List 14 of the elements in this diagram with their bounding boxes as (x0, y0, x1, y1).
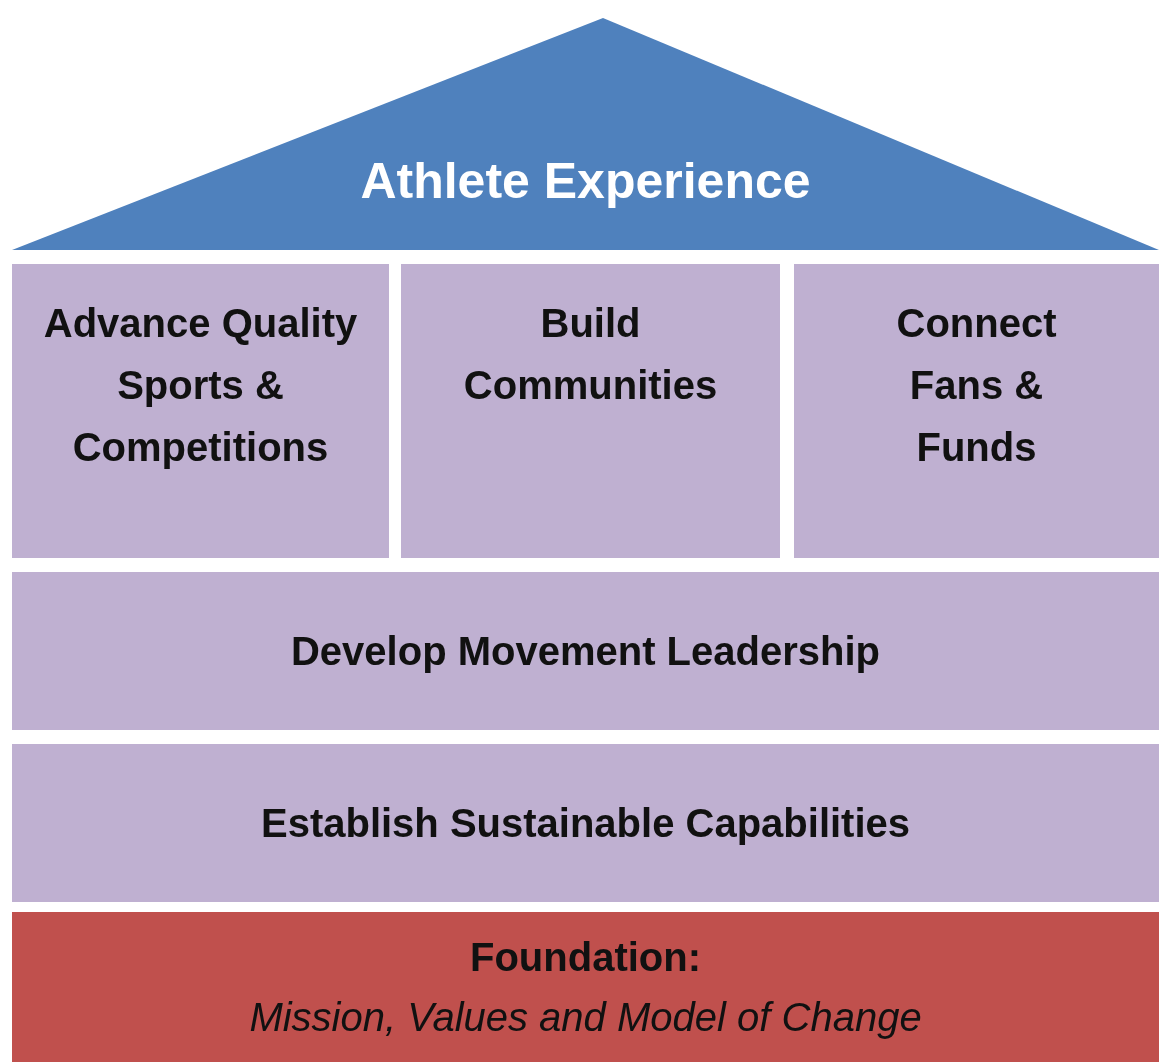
label-text: Establish Sustainable Capabilities (260, 800, 911, 847)
subtitle-text: Mission, Values and Model of Change (249, 994, 922, 1041)
band-box (12, 744, 1159, 902)
pillar-box (12, 264, 389, 558)
band-box (12, 572, 1159, 730)
foundation-band (12, 912, 1159, 1062)
label-text: Develop Movement Leadership (290, 628, 880, 675)
label-text: Athlete Experience (360, 152, 811, 211)
pillar-box (794, 264, 1159, 558)
pillar-box (401, 264, 780, 558)
label-text: Advance Quality Sports & Competitions (42, 300, 359, 471)
label-text: Foundation: (469, 934, 701, 981)
label-text: Connect Fans & Funds (895, 300, 1058, 471)
label-text: Build Communities (462, 300, 719, 409)
